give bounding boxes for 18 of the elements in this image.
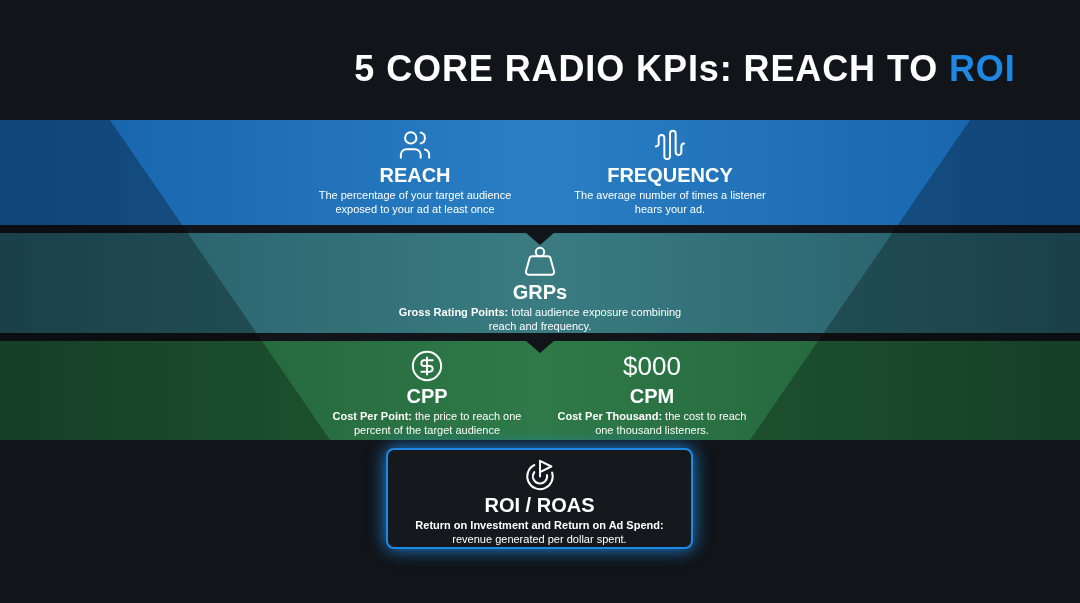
- kpi-description: The percentage of your target audience exposed to your ad at least once: [317, 188, 513, 216]
- kpi-heading: GRPs: [512, 280, 568, 305]
- funnel-band: [0, 341, 1080, 440]
- title: 5 CORE RADIO KPIs: REACH TO ROI: [353, 47, 1017, 91]
- funnel-band: [0, 233, 1080, 333]
- kpi-description: Cost Per Point: the price to reach one percent of the target audience: [331, 409, 523, 437]
- kpi-heading: CPM: [629, 384, 675, 409]
- kpi-description: The average number of times a listener hears your ad.: [573, 188, 767, 216]
- result-box: [386, 448, 693, 549]
- kpi-heading: FREQUENCY: [607, 163, 733, 188]
- kpi-heading: ROI / ROAS: [484, 493, 595, 518]
- kpi-heading: REACH: [379, 163, 451, 188]
- kpi-description: Return on Investment and Return on Ad Spend: revenue generated per dollar spent.: [414, 518, 665, 546]
- kpi-description: Cost Per Thousand: the cost to reach one thousand listeners.: [556, 409, 748, 437]
- thousand-dollar-symbol: $000: [623, 350, 681, 383]
- funnel-band: [0, 120, 1080, 225]
- kpi-description: Gross Rating Points: total audience exposure combining reach and frequency.: [397, 305, 683, 333]
- kpi-heading: CPP: [406, 384, 448, 409]
